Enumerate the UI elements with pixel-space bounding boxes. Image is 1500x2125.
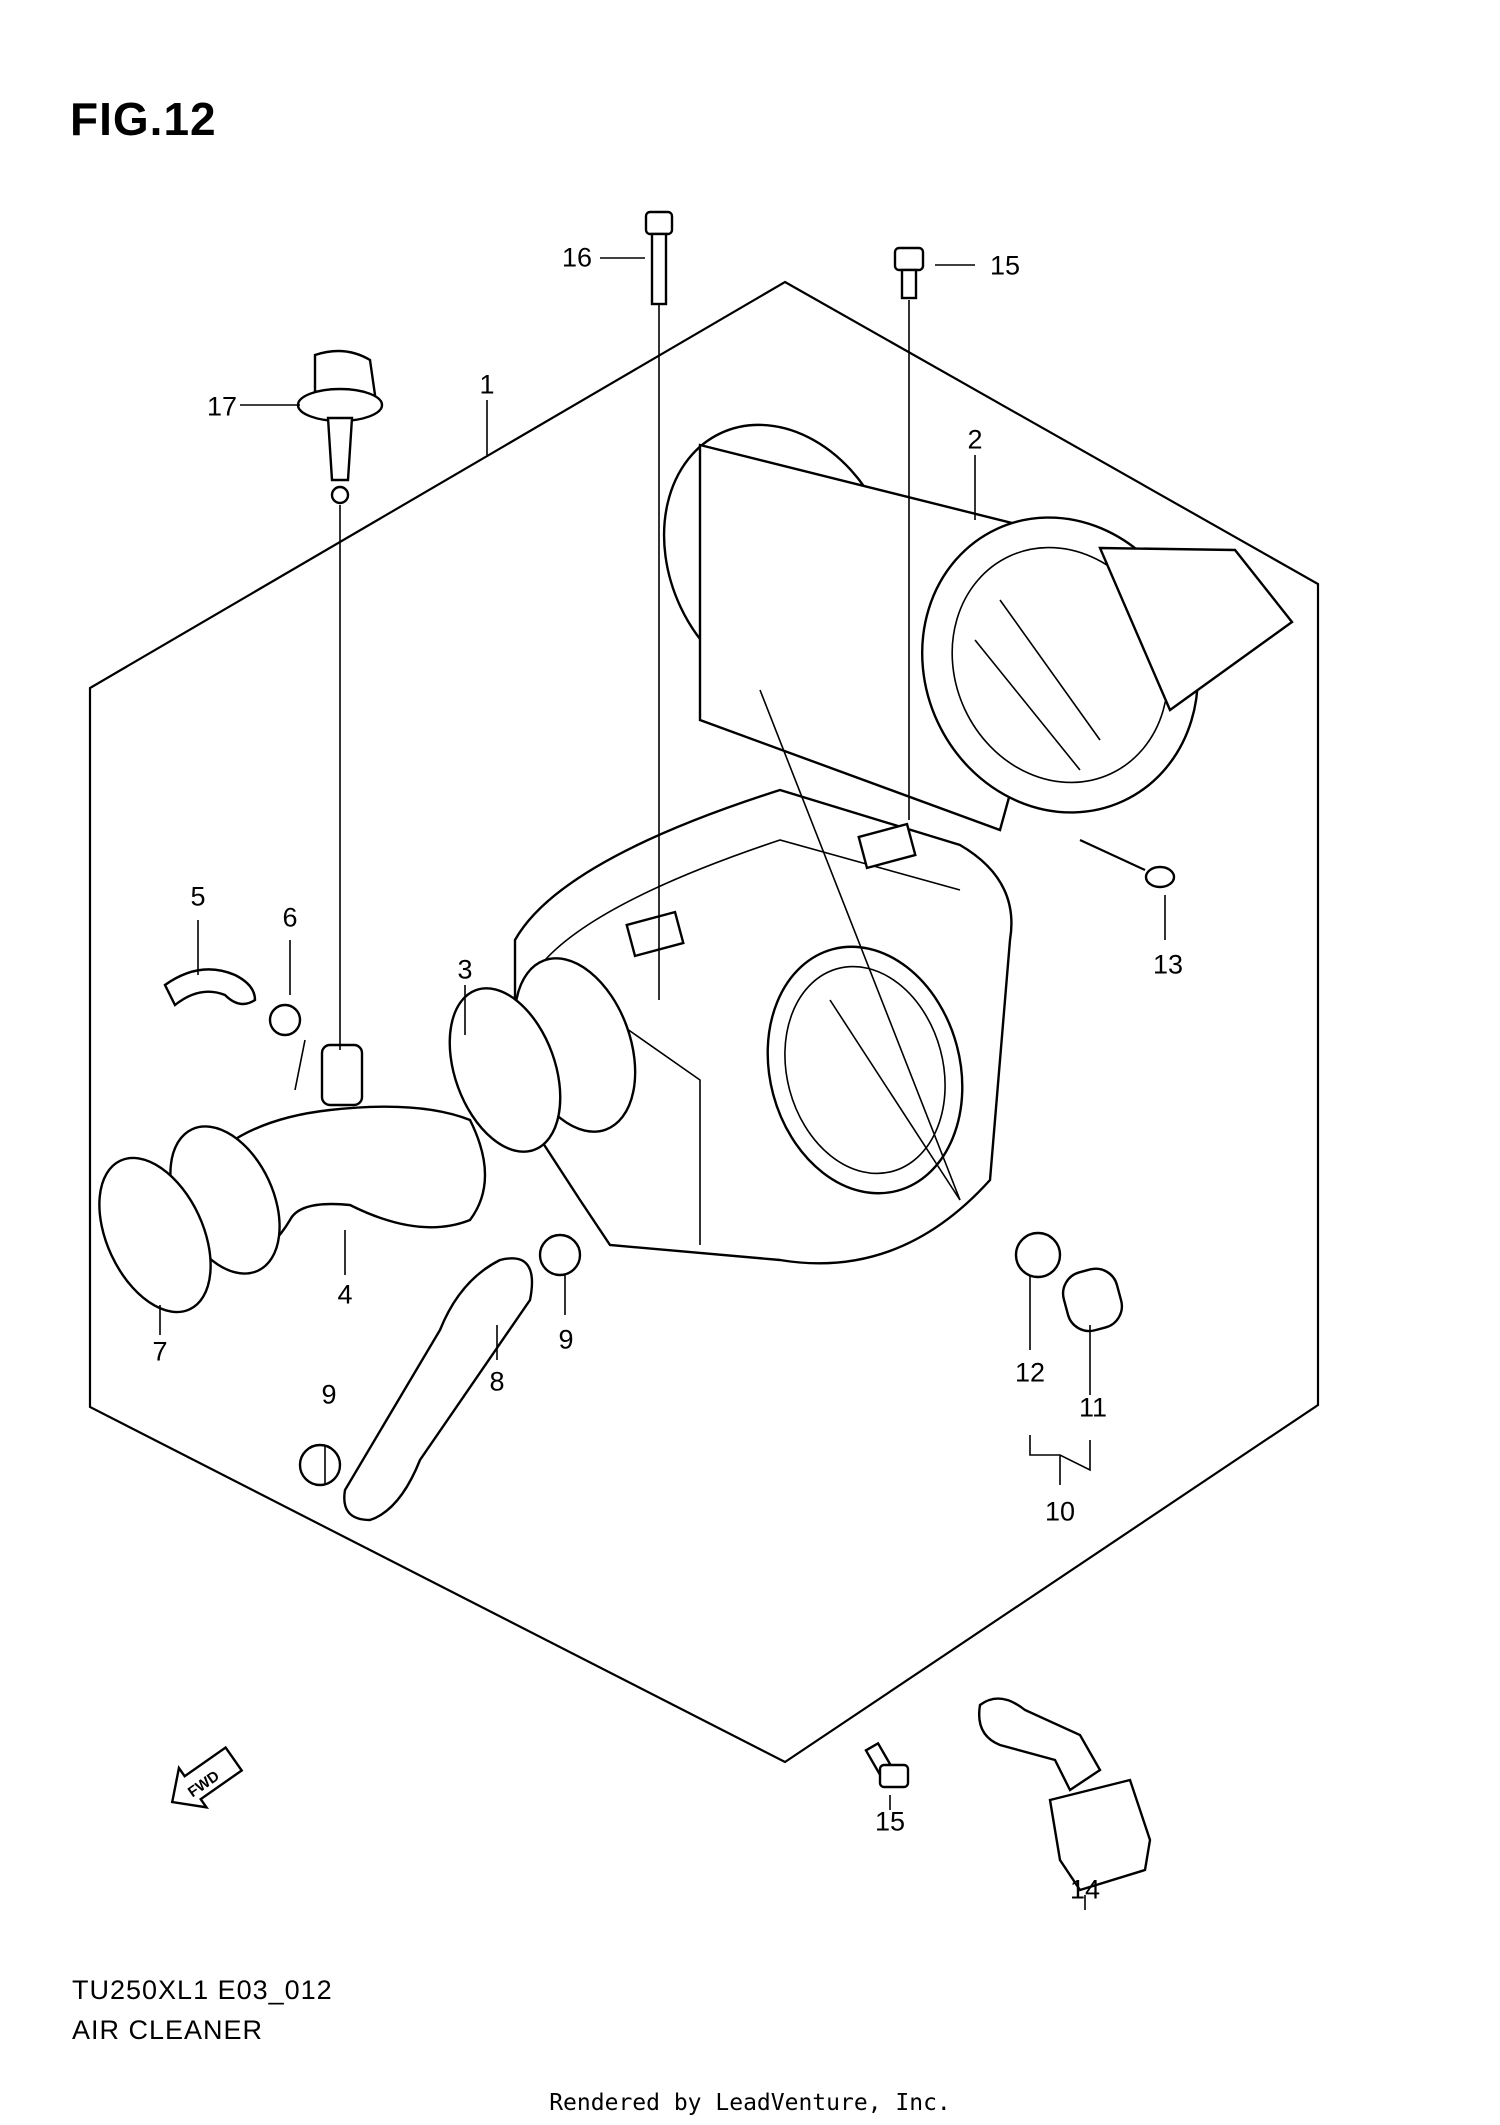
- callout-17: 17: [206, 391, 238, 422]
- bracket-part-14: [978, 1697, 1152, 1892]
- air-filter-element: [662, 423, 1294, 832]
- callout-11: 11: [1078, 1392, 1108, 1423]
- callout-4: 4: [337, 1279, 353, 1310]
- callout-2: 2: [967, 424, 983, 455]
- model-code: TU250XL1 E03_012: [72, 1975, 333, 2005]
- section-name: AIR CLEANER: [72, 2015, 264, 2045]
- render-credit: Rendered by LeadVenture, Inc.: [549, 2090, 951, 2116]
- drain-hose-part-8: [343, 1257, 534, 1522]
- clip-part-9b: [298, 1443, 342, 1487]
- callout-13: 13: [1152, 949, 1184, 980]
- bolt-part-15-bottom: [864, 1741, 910, 1789]
- grommet-part-17: [296, 349, 384, 505]
- callout-15-top: 15: [989, 250, 1021, 281]
- clamp-part-3: [448, 987, 562, 1153]
- figure-title: FIG.12: [70, 93, 217, 145]
- screw-part-13: [1079, 839, 1176, 889]
- callout-14: 14: [1069, 1874, 1101, 1905]
- callout-1: 1: [479, 369, 495, 400]
- hose-part-5: [163, 968, 257, 1007]
- callout-7: 7: [152, 1336, 168, 1367]
- callout-8: 8: [489, 1366, 505, 1397]
- air-cleaner-box: [513, 689, 1013, 1265]
- callout-5: 5: [190, 881, 206, 912]
- assembly-frame: [88, 280, 1320, 1764]
- bolt-part-15-top: [893, 246, 925, 300]
- clip-part-6: [268, 1003, 302, 1037]
- callout-10: 10: [1044, 1496, 1076, 1527]
- bolt-part-16: [644, 210, 674, 306]
- callout-9-lower: 9: [321, 1379, 337, 1410]
- callout-15-bottom: 15: [874, 1806, 906, 1837]
- callout-9-upper: 9: [558, 1324, 574, 1355]
- leader-lines: [159, 257, 1166, 1910]
- callout-12: 12: [1014, 1357, 1046, 1388]
- clip-part-12: [1014, 1231, 1062, 1279]
- callout-6: 6: [282, 902, 298, 933]
- callout-16: 16: [561, 242, 593, 273]
- clip-part-9a: [538, 1233, 582, 1277]
- callout-3: 3: [457, 954, 473, 985]
- plug-part-11: [1061, 1267, 1124, 1333]
- clamp-part-7: [98, 1156, 212, 1314]
- fwd-arrow-icon: FWD: [170, 1745, 244, 1809]
